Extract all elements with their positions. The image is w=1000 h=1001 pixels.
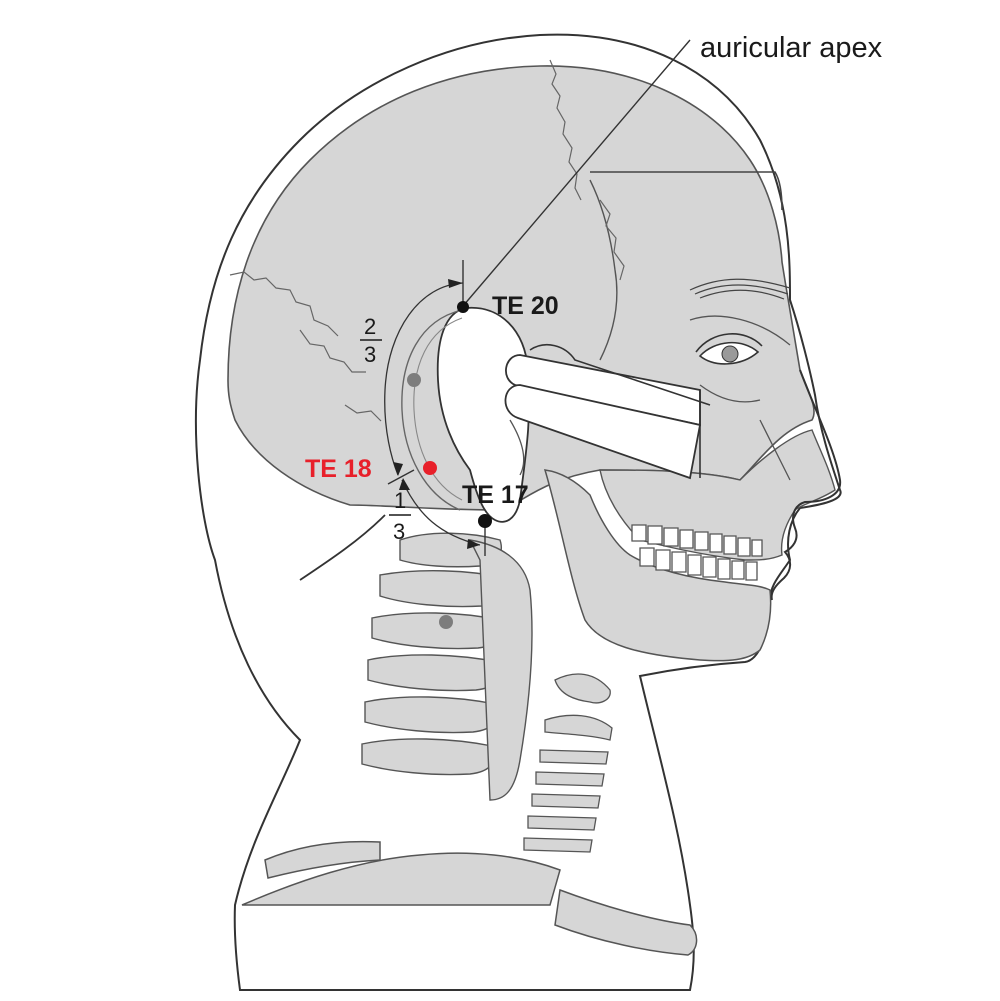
auricular-apex-pointer (462, 39, 691, 307)
secondary-point-neck (439, 615, 453, 629)
teeth (631, 524, 763, 581)
fraction-lower-denominator: 3 (393, 519, 405, 544)
secondary-point-upper (407, 373, 421, 387)
te17-point (478, 514, 492, 528)
eyebrow (689, 278, 791, 300)
auricular-apex-label: auricular apex (700, 32, 883, 64)
arc-division-tick (387, 469, 415, 485)
ear-concha (509, 419, 525, 476)
mandible (543, 469, 772, 662)
frontal-boundary (590, 171, 783, 211)
te18-label: TE 18 (305, 455, 372, 483)
te20-point (457, 301, 469, 313)
te17-label: TE 17 (462, 481, 529, 509)
te20-label: TE 20 (492, 292, 559, 320)
shoulder-bones (241, 840, 698, 956)
fraction-one-third: 1 3 (389, 488, 411, 544)
fraction-lower-numerator: 1 (394, 488, 406, 513)
fraction-two-thirds: 2 3 (360, 314, 382, 367)
auricle-back-edge (401, 309, 463, 511)
arc-arrowheads (393, 279, 480, 549)
measurement-arc-upper (384, 282, 464, 476)
facial-bone-lines (689, 315, 791, 481)
te18-point (423, 461, 437, 475)
trachea (523, 673, 613, 853)
fraction-upper-numerator: 2 (364, 314, 376, 339)
temporal-line (589, 179, 618, 361)
auricle-back-edge-inner (413, 317, 463, 501)
eye (695, 333, 763, 365)
skull-sutures (229, 59, 625, 422)
cervical-spine (361, 532, 533, 801)
neck-outline (299, 514, 386, 581)
fraction-upper-denominator: 3 (364, 342, 376, 367)
folding-fingers (504, 344, 711, 480)
nose-lips-profile (770, 369, 842, 601)
